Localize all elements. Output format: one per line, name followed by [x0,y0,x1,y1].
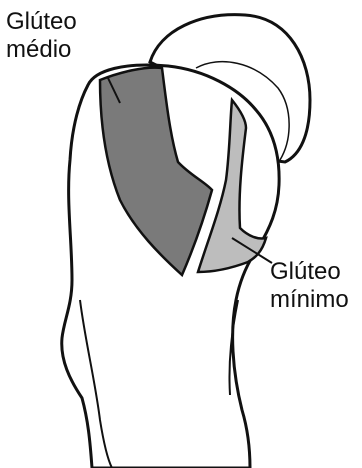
gluteus-minimus-label: Glúteo mínimo [270,258,349,314]
gluteus-medius-label: Glúteo médio [6,8,77,64]
gluteus-minimus-label-line2: mínimo [270,286,349,314]
gluteus-medius-label-line1: Glúteo [6,8,77,36]
gluteus-minimus-label-line1: Glúteo [270,258,349,286]
gluteus-medius-label-line2: médio [6,36,77,64]
